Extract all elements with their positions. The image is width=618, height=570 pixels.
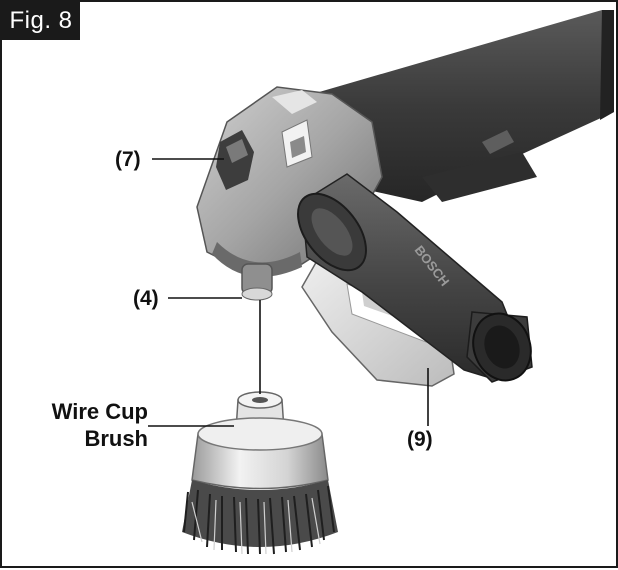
leader-lines (148, 158, 429, 427)
spindle-lock-button (216, 130, 254, 190)
spindle (241, 263, 273, 301)
callout-part-9: (9) (407, 428, 433, 451)
callout-part-7: (7) (115, 148, 141, 171)
motor-housing (302, 10, 614, 202)
callout-brush-line1: Wire Cup (51, 399, 148, 424)
auxiliary-handle: BOSCH (297, 173, 533, 383)
callout-brush-line2: Brush (84, 426, 148, 451)
callout-part-4: (4) (133, 287, 159, 310)
wire-cup-brush (182, 391, 338, 555)
callout-wire-cup-brush: Wire Cup Brush (28, 398, 148, 452)
figure-label: Fig. 8 (2, 2, 80, 40)
